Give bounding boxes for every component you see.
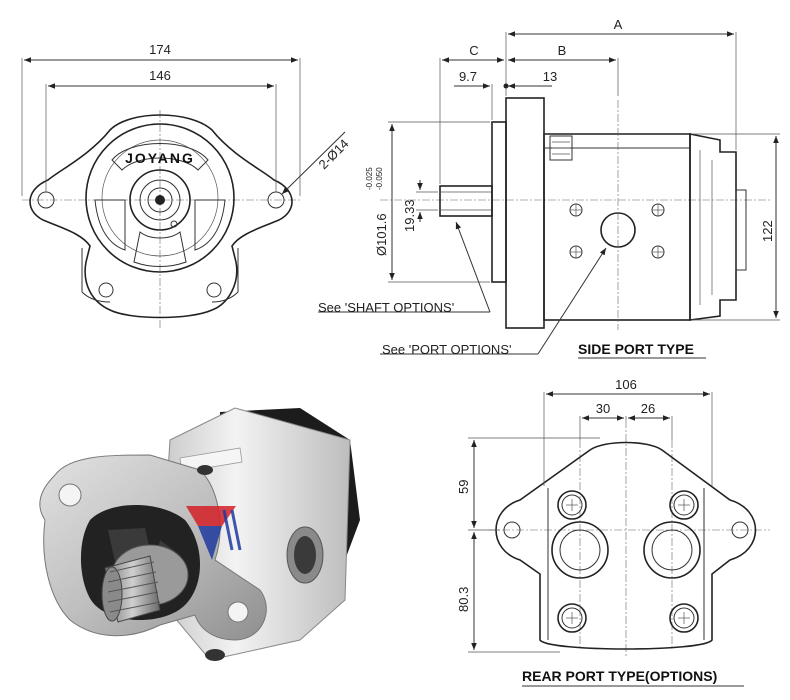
front-view: JOYANG 174 146 2-Ø14: [21, 42, 352, 330]
tol-lower: -0.050: [375, 167, 384, 190]
dim-A: A: [614, 17, 623, 32]
rear-port-title: REAR PORT TYPE(OPTIONS): [522, 668, 717, 684]
tol-upper: -0.025: [365, 167, 374, 190]
side-port-title: SIDE PORT TYPE: [578, 341, 694, 357]
dim-bolt-spacing: 146: [149, 68, 171, 83]
pump-photo: [39, 407, 360, 661]
side-view: A B C 9.7 13 Ø101.6 -0.025 -0.050 19.33 …: [318, 17, 780, 359]
dim-C: C: [469, 43, 478, 58]
dim-pilot-diameter: Ø101.6: [374, 213, 389, 256]
dim-mount-holes: 2-Ø14: [316, 136, 352, 172]
dim-overall-width: 174: [149, 42, 171, 57]
dim-height: 122: [760, 220, 775, 242]
dim-13: 13: [543, 69, 557, 84]
brand-label: JOYANG: [125, 150, 195, 166]
dim-shaft: 19.33: [402, 199, 417, 232]
note-port-options: See 'PORT OPTIONS': [382, 342, 511, 357]
rear-dim-59: 59: [456, 480, 471, 494]
note-shaft-options: See 'SHAFT OPTIONS': [318, 300, 454, 315]
rear-dim-80-3: 80.3: [456, 587, 471, 612]
rear-dim-26: 26: [641, 401, 655, 416]
rear-dim-width: 106: [615, 377, 637, 392]
rear-dim-30: 30: [596, 401, 610, 416]
rear-view: 106 30 26 59 80.3 REAR PORT TYPE(OPTIONS…: [456, 377, 770, 687]
dim-9-7: 9.7: [459, 69, 477, 84]
dim-B: B: [558, 43, 567, 58]
